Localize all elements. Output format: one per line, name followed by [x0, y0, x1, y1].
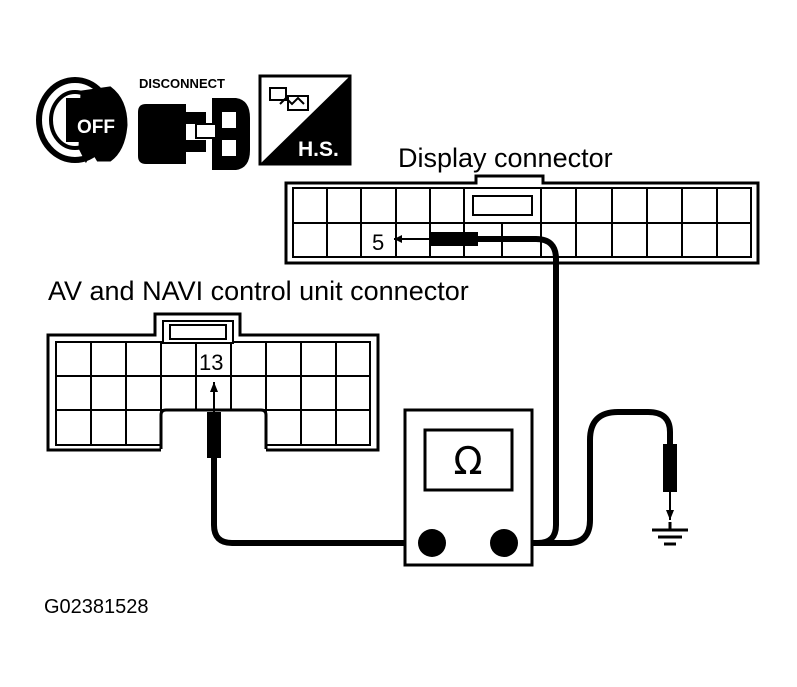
- test-wires: [207, 232, 677, 546]
- av-navi-connector: [46, 312, 380, 455]
- ignition-key-off-icon: OFF: [36, 77, 128, 164]
- harness-connector-icon: H.S.: [258, 74, 352, 166]
- av-navi-connector-title: AV and NAVI control unit connector: [48, 276, 469, 306]
- ohmmeter: [403, 408, 534, 567]
- display-pin-label: 5: [372, 230, 384, 255]
- display-connector-title: Display connector: [398, 143, 613, 173]
- ground-symbol-icon: [652, 522, 688, 546]
- disconnect-connector-icon: DISCONNECT: [138, 76, 250, 170]
- figure-code: G02381528: [44, 596, 149, 618]
- ignition-off-label: OFF: [77, 117, 115, 138]
- av-navi-pin-label: 13: [199, 350, 223, 375]
- harness-label: H.S.: [298, 138, 339, 161]
- disconnect-label: DISCONNECT: [139, 76, 225, 91]
- display-connector: [284, 174, 760, 265]
- ohm-symbol: Ω: [453, 439, 482, 483]
